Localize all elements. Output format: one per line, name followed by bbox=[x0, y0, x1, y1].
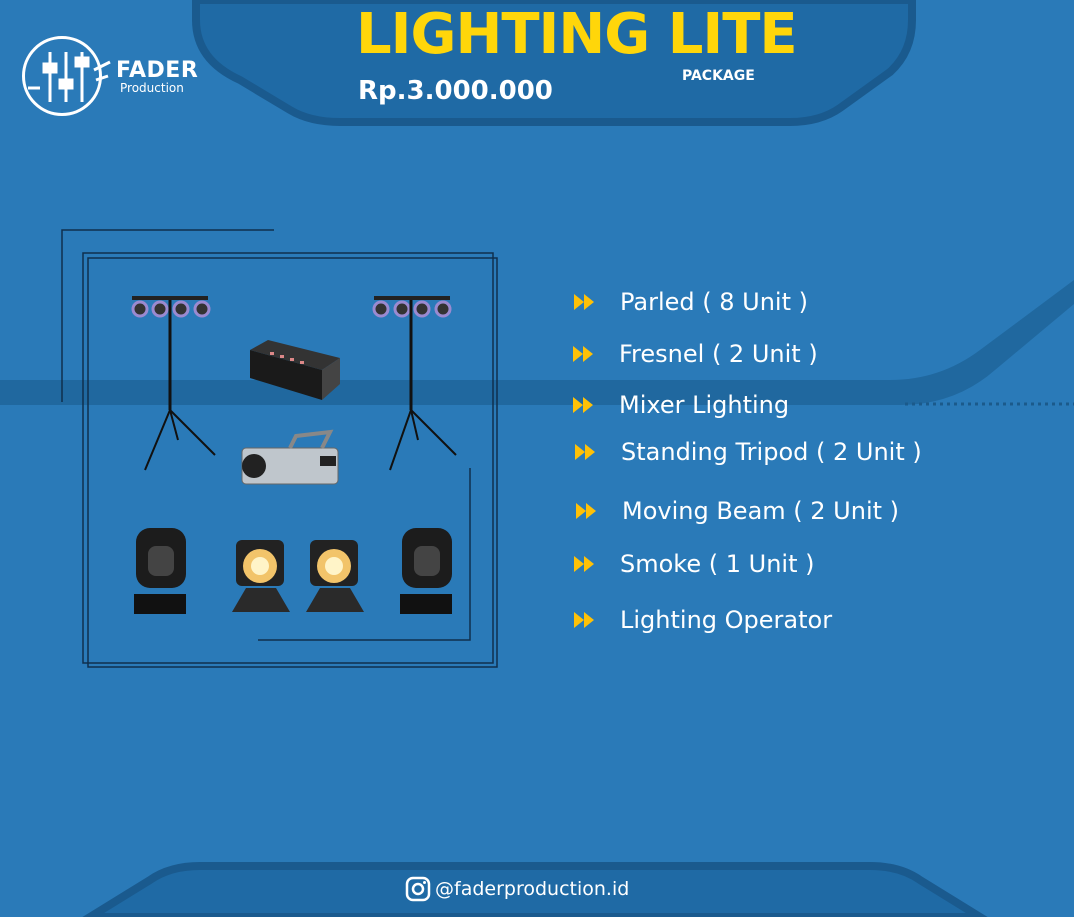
logo-circle bbox=[22, 36, 102, 116]
brand-logo: FADER Production bbox=[20, 34, 210, 120]
list-item: Moving Beam ( 2 Unit ) bbox=[574, 497, 899, 525]
moving-beam-left bbox=[134, 528, 186, 614]
fast-forward-icon bbox=[573, 397, 593, 413]
list-item-label: Moving Beam ( 2 Unit ) bbox=[622, 497, 900, 525]
brand-name: FADER bbox=[116, 58, 199, 83]
lighting-mixer bbox=[250, 340, 340, 400]
list-item-label: Smoke ( 1 Unit ) bbox=[620, 550, 815, 578]
fast-forward-icon bbox=[574, 294, 594, 310]
fresnel-right bbox=[306, 540, 364, 612]
instagram-icon bbox=[405, 876, 431, 902]
list-item-label: Fresnel ( 2 Unit ) bbox=[619, 340, 818, 368]
brand-sub: Production bbox=[120, 81, 184, 95]
parled-bar-right bbox=[372, 296, 457, 471]
list-item: Standing Tripod ( 2 Unit ) bbox=[573, 438, 922, 466]
fader-sliders-icon bbox=[28, 52, 111, 102]
fast-forward-icon bbox=[575, 444, 595, 460]
list-item-label: Standing Tripod ( 2 Unit ) bbox=[621, 438, 922, 466]
fast-forward-icon bbox=[576, 503, 596, 519]
footer-social[interactable]: @faderproduction.id bbox=[405, 876, 629, 902]
list-item: Mixer Lighting bbox=[571, 391, 789, 419]
price: Rp.3.000.000 bbox=[358, 76, 553, 106]
parled-bar-left bbox=[131, 296, 216, 471]
list-item-label: Lighting Operator bbox=[620, 606, 833, 634]
list-item: Fresnel ( 2 Unit ) bbox=[571, 340, 818, 368]
package-label: PACKAGE bbox=[682, 68, 755, 84]
equipment-illustration bbox=[61, 229, 498, 668]
list-item: Parled ( 8 Unit ) bbox=[572, 288, 808, 316]
frame-lines bbox=[61, 229, 498, 668]
fast-forward-icon bbox=[573, 346, 593, 362]
fresnel-left bbox=[232, 540, 290, 612]
list-item: Lighting Operator bbox=[572, 606, 832, 634]
fast-forward-icon bbox=[574, 612, 594, 628]
page-title: LIGHTING LITE bbox=[356, 2, 798, 67]
fast-forward-icon bbox=[574, 556, 594, 572]
list-item-label: Parled ( 8 Unit ) bbox=[620, 288, 809, 316]
list-item: Smoke ( 1 Unit ) bbox=[572, 550, 814, 578]
fog-machine bbox=[241, 429, 339, 485]
moving-beam-right bbox=[400, 528, 452, 614]
social-handle[interactable]: @faderproduction.id bbox=[435, 878, 630, 900]
list-item-label: Mixer Lighting bbox=[619, 391, 790, 419]
